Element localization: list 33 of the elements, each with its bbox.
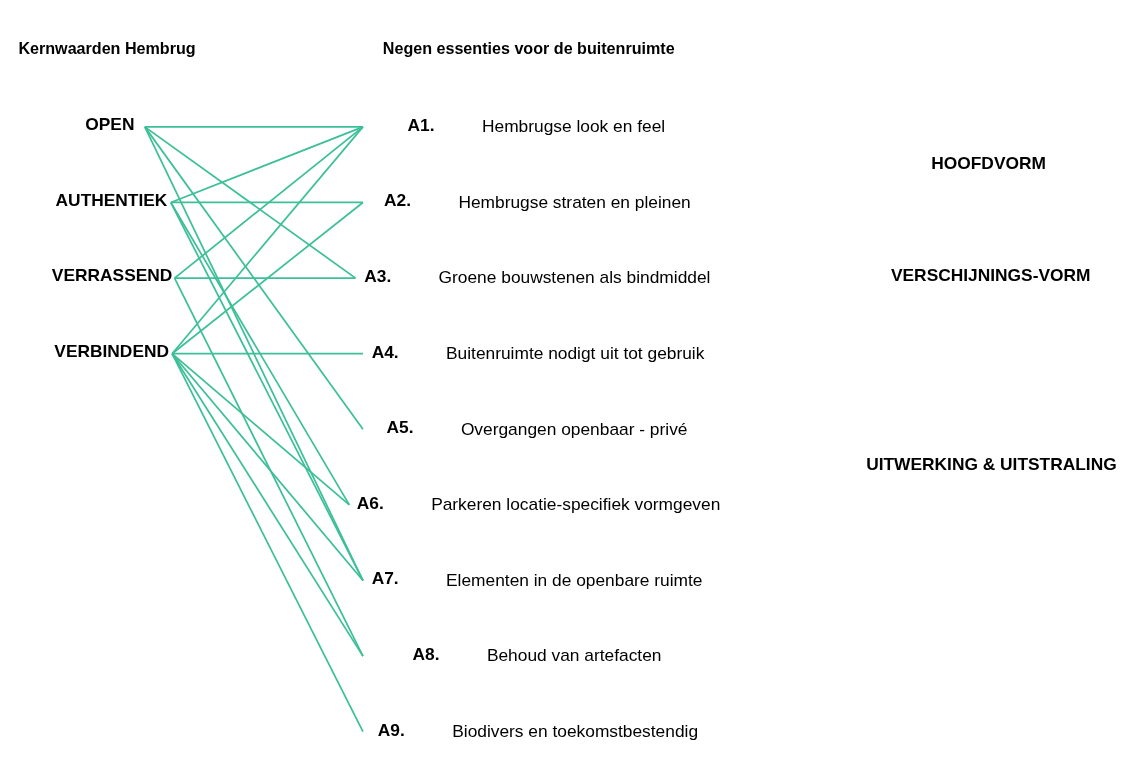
node-text: A9. Biodivers en toekomstbestendig	[377, 719, 699, 741]
node-text: A8. Behoud van artefacten	[412, 644, 662, 666]
connector	[143, 126, 364, 582]
connector	[171, 352, 364, 733]
connector	[143, 126, 364, 128]
connector	[143, 126, 364, 431]
label: UITWERKING & UITSTRALING	[866, 453, 1117, 474]
node-text: A6. Parkeren locatie-specifiek vormgeven	[356, 492, 721, 515]
node-text: A5. Overgangen openbaar - privé	[386, 417, 688, 439]
label: HOOFDVORM	[931, 152, 1046, 173]
connector	[171, 201, 364, 355]
connector	[173, 277, 364, 657]
connector	[171, 352, 364, 582]
node-text: A7. Elementen in de openbare ruimte	[371, 568, 703, 590]
label: VERSCHIJNINGS-VORM	[890, 265, 1091, 286]
connector	[171, 352, 364, 355]
connector	[170, 201, 364, 582]
connector	[171, 352, 364, 657]
label: Kernwaarden Hembrug	[18, 39, 196, 58]
label: Negen essenties voor de buitenruimte	[382, 39, 675, 58]
connector	[173, 277, 357, 279]
connector	[143, 126, 357, 279]
node-text: VERBINDEND	[54, 341, 170, 362]
node-text: A2. Hembrugse straten en pleinen	[384, 190, 691, 212]
node-text: A1. Hembrugse look en feel	[407, 114, 666, 137]
node-text: AUTHENTIEK	[55, 189, 168, 210]
node-text: A4. Buitenruimte nodigt uit tot gebruik	[371, 341, 705, 363]
connector	[170, 126, 364, 204]
connector	[170, 201, 364, 204]
node-text: A3. Groene bouwstenen als bindmiddel	[364, 266, 711, 288]
node-text: VERRASSEND	[51, 265, 173, 286]
connector	[171, 126, 364, 355]
node-text: OPEN	[85, 114, 135, 135]
